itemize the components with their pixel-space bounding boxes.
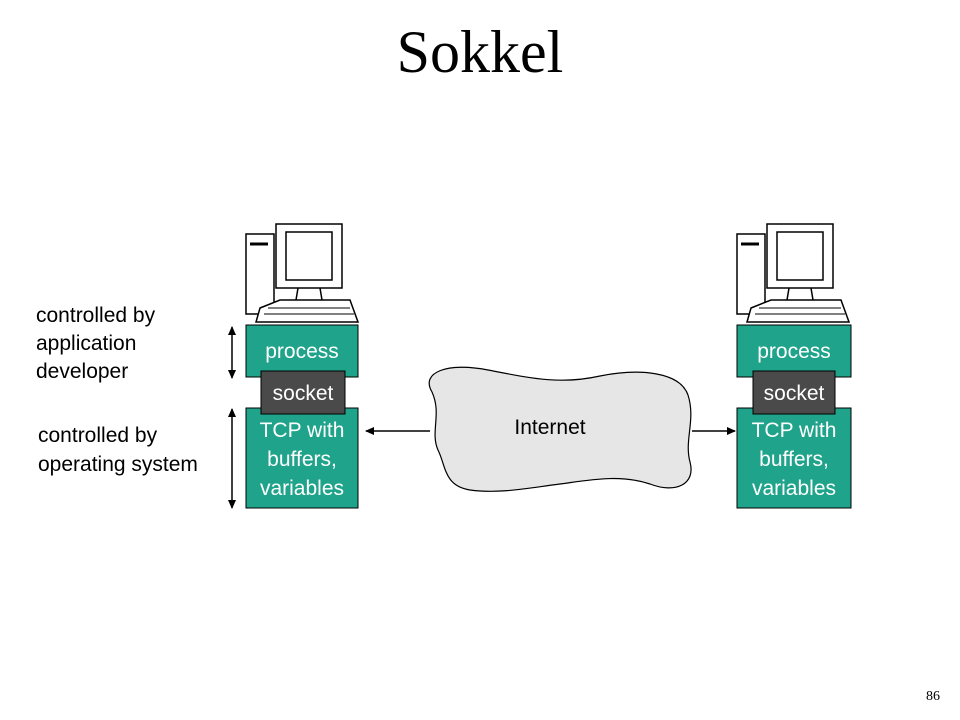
process-box bbox=[736, 324, 852, 378]
os-control-label: controlled by operating system bbox=[38, 424, 198, 476]
tcp-box bbox=[736, 407, 852, 509]
socket-box bbox=[260, 370, 346, 415]
host-right: process TCP with buffers, variables sock… bbox=[735, 222, 852, 509]
os-control-line2: operating system bbox=[38, 453, 198, 476]
os-control-line1: controlled by bbox=[38, 424, 158, 447]
socket-box bbox=[752, 370, 836, 415]
app-control-label: controlled by application developer bbox=[36, 304, 156, 383]
app-control-line2: application bbox=[36, 332, 136, 355]
process-label: process bbox=[757, 340, 831, 363]
computer-icon bbox=[244, 222, 360, 324]
process-box bbox=[245, 324, 359, 378]
tcp-label-line2: buffers, bbox=[759, 448, 829, 471]
socket-label: socket bbox=[273, 382, 334, 405]
app-control-line3: developer bbox=[36, 360, 128, 383]
tcp-label-line1: TCP with bbox=[260, 419, 345, 442]
page-number: 86 bbox=[926, 689, 940, 704]
tcp-label-line3: variables bbox=[752, 477, 836, 500]
page-title: Sokkel bbox=[397, 19, 564, 85]
socket-label: socket bbox=[764, 382, 825, 405]
tcp-label-line2: buffers, bbox=[267, 448, 337, 471]
tcp-label-line1: TCP with bbox=[752, 419, 837, 442]
app-control-line1: controlled by bbox=[36, 304, 156, 327]
computer-icon bbox=[735, 222, 851, 324]
process-label: process bbox=[265, 340, 339, 363]
internet-label: Internet bbox=[514, 416, 585, 439]
internet-cloud bbox=[428, 366, 692, 492]
host-left: process TCP with buffers, variables sock… bbox=[244, 222, 360, 509]
tcp-label-line3: variables bbox=[260, 477, 344, 500]
